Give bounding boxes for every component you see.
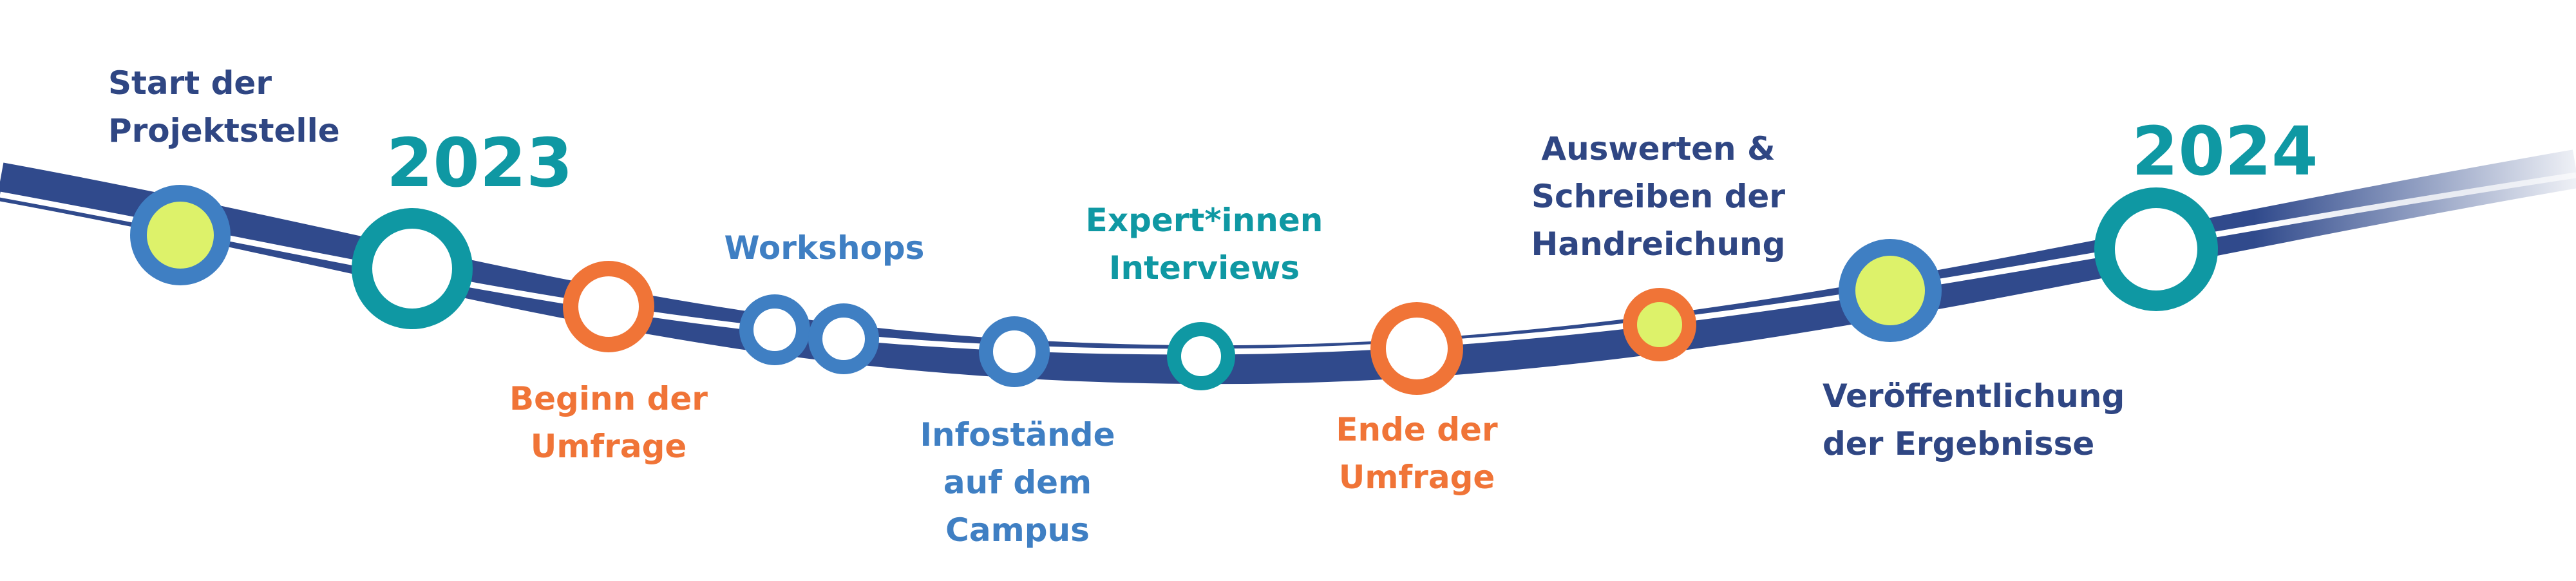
milestone-label-infostaende: Infostände auf dem Campus bbox=[920, 416, 1115, 549]
milestone-label-auswerten: Auswerten & Schreiben der Handreichung bbox=[1531, 130, 1786, 263]
milestone-label-workshops: Workshops bbox=[724, 229, 925, 267]
node-2023 bbox=[352, 208, 473, 329]
milestone-label-expertinnen-interviews: Expert*innen Interviews bbox=[1085, 202, 1323, 287]
node-start-projektstelle bbox=[130, 185, 231, 285]
milestone-label-ende-umfrage: Ende der Umfrage bbox=[1336, 411, 1498, 496]
node-veroeffentlichung bbox=[1839, 239, 1942, 342]
node-infostaende bbox=[979, 316, 1050, 387]
milestone-label-beginn-umfrage: Beginn der Umfrage bbox=[509, 380, 708, 465]
node-auswerten bbox=[1623, 288, 1696, 361]
node-2024 bbox=[2094, 187, 2218, 311]
milestone-label-start-projektstelle: Start der Projektstelle bbox=[108, 64, 340, 149]
year-label-2024: 2024 bbox=[2132, 112, 2318, 191]
node-expertinnen-interviews bbox=[1167, 322, 1235, 390]
node-beginn-umfrage bbox=[563, 261, 654, 352]
node-ende-umfrage bbox=[1370, 302, 1463, 395]
milestone-label-veroeffentlichung: Veröffentlichung der Ergebnisse bbox=[1823, 377, 2125, 462]
year-label-2023: 2023 bbox=[386, 124, 573, 202]
node-workshops bbox=[739, 294, 879, 374]
